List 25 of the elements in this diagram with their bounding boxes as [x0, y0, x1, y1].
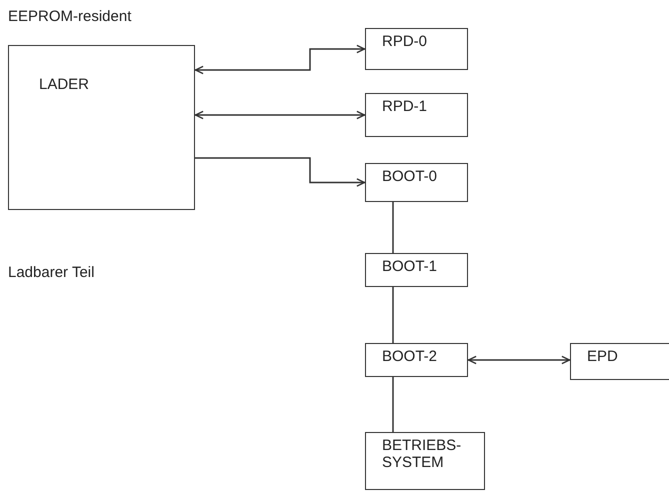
- process-box: [365, 93, 468, 137]
- connector: [392, 287, 394, 343]
- box-label: BOOT-2: [382, 348, 438, 366]
- process-box: [365, 28, 468, 70]
- box-label: BOOT-1: [382, 258, 438, 276]
- section-label: EEPROM-resident: [8, 8, 132, 25]
- process-box: [365, 253, 468, 287]
- connector: [468, 356, 570, 364]
- box-label: RPD-1: [382, 98, 428, 116]
- box-label: EPD: [587, 348, 619, 366]
- process-box: [365, 432, 485, 490]
- process-box: [365, 343, 468, 377]
- process-box: [8, 45, 195, 210]
- box-label: BOOT-0: [382, 168, 438, 186]
- connector: [392, 377, 394, 432]
- connector: [194, 110, 366, 120]
- process-box: [365, 163, 468, 202]
- connector: [195, 157, 366, 187]
- connector: [392, 202, 394, 253]
- process-box: [570, 343, 669, 380]
- box-label: BETRIEBS- SYSTEM: [382, 437, 462, 472]
- connector: [194, 44, 366, 74]
- box-label: LADER: [39, 76, 90, 94]
- section-label: Ladbarer Teil: [8, 264, 94, 281]
- box-label: RPD-0: [382, 33, 428, 50]
